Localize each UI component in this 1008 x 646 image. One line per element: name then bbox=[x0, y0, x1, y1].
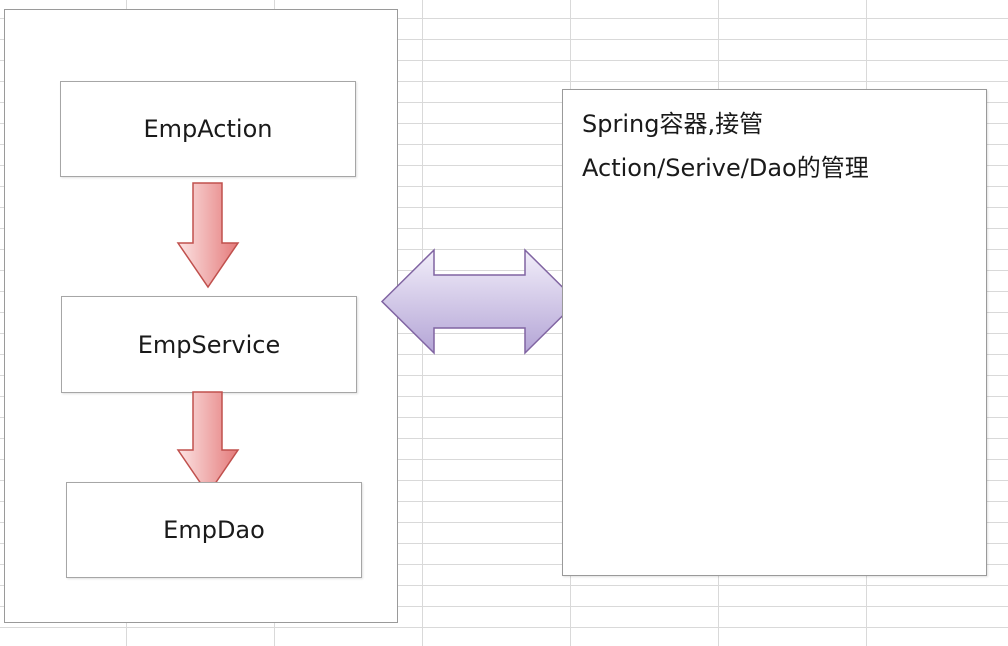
spring-container-line: Action/Serive/Dao的管理 bbox=[582, 154, 869, 182]
double-arrow-icon bbox=[380, 248, 579, 355]
down-arrow-icon bbox=[176, 391, 240, 496]
emp-action-label: EmpAction bbox=[143, 115, 273, 143]
down-arrow-icon bbox=[176, 182, 240, 289]
emp-service-box: EmpService bbox=[61, 296, 357, 393]
emp-service-label: EmpService bbox=[137, 330, 281, 359]
spring-container-description: Spring容器,接管 Action/Serive/Dao的管理 bbox=[582, 102, 869, 190]
spring-container-line: Spring容器,接管 bbox=[582, 110, 764, 138]
emp-dao-label: EmpDao bbox=[163, 516, 265, 544]
emp-dao-box: EmpDao bbox=[66, 482, 362, 578]
spring-container-box: Spring容器,接管 Action/Serive/Dao的管理 bbox=[562, 89, 987, 576]
emp-action-box: EmpAction bbox=[60, 81, 356, 177]
